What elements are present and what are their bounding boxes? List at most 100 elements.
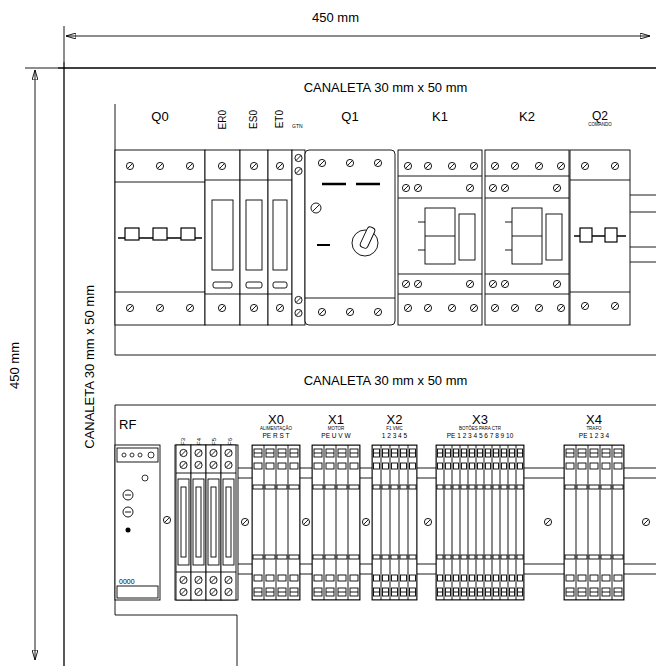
block-note: MOTOR	[328, 427, 345, 432]
terminal-strips	[436, 445, 524, 600]
relay-modules	[246, 282, 262, 288]
breaker-q0	[126, 162, 133, 169]
motor-protector-q1	[305, 150, 395, 325]
block-tag: X0	[268, 413, 284, 426]
motor-protector-q1	[313, 205, 319, 211]
motor-protector-q1	[318, 159, 325, 166]
panel-outline	[58, 67, 656, 68]
motor-protector-q1	[359, 226, 376, 249]
relay-modules	[218, 304, 225, 311]
terminal-block: X2F1 VMC1 2 3 4 5	[372, 413, 417, 439]
terminal-strips	[238, 445, 656, 600]
breaker-q0	[153, 228, 167, 240]
terminal-block: X1MOTORPE U V W	[312, 413, 360, 439]
terminal-numbers: 1 2 3 4 5	[382, 433, 407, 440]
relay-modules	[295, 154, 302, 161]
terminal-block: X0ALIMENTAÇÃOPE R S T	[252, 413, 300, 439]
motor-protector-q1	[311, 203, 321, 213]
relay-modules	[218, 162, 225, 169]
terminal-strips	[372, 445, 417, 600]
terminal-strips	[241, 518, 248, 525]
fuse-holders	[175, 445, 238, 600]
motor-protector-q1	[317, 244, 330, 246]
relay-modules	[205, 150, 240, 325]
breaker-q0	[126, 304, 133, 311]
breaker-q2	[570, 150, 656, 325]
fuse-tag: F3	[180, 438, 186, 445]
relay-modules	[212, 200, 233, 270]
terminal-strips	[424, 518, 431, 525]
panel-outline	[63, 62, 64, 666]
dimension-lines	[64, 26, 65, 62]
device-tag: ER0	[218, 110, 228, 129]
relay-modules	[240, 180, 268, 181]
relay-modules	[205, 150, 305, 325]
fuse-holders	[191, 445, 206, 600]
terminal-strips	[362, 518, 369, 525]
terminal-numbers: PE 1 2 3 4	[579, 433, 609, 440]
device-tag: Q1	[341, 110, 358, 123]
breaker: Q2COMANDO	[570, 106, 630, 325]
fuse-tag: F4	[196, 438, 202, 445]
cable-duct: CANALETA 30 mm x 50 mm	[64, 68, 115, 666]
phase-relay-rf	[123, 507, 133, 517]
phase-relay-rf	[163, 516, 170, 523]
relay-modules	[213, 282, 232, 288]
fuse-holders	[221, 445, 236, 600]
breaker-q2	[581, 162, 588, 169]
relay-modules	[250, 162, 257, 169]
block-note: ALIMENTAÇÃO	[260, 427, 292, 432]
panel-outline	[58, 62, 656, 666]
device-marking: 0000	[119, 578, 135, 585]
terminal-strips	[312, 445, 360, 600]
breaker-q2	[611, 302, 618, 309]
panel-outline	[115, 405, 656, 666]
breaker-q2	[570, 150, 630, 325]
relay-modules	[205, 294, 240, 295]
block-tag: X4	[586, 413, 602, 426]
dimension-lines	[25, 26, 650, 660]
breaker-q0	[115, 292, 205, 293]
breaker-q0	[115, 150, 205, 325]
breaker-q2	[570, 292, 630, 293]
fuse-holder: F3F4F5F6	[175, 420, 238, 445]
panel-outline	[115, 104, 656, 355]
phase-relay-rf	[125, 512, 131, 513]
dimension-lines	[35, 70, 36, 660]
dimension-lines	[25, 68, 58, 69]
device-tag: RF	[119, 418, 136, 431]
terminal-block: X3BOTÕES PARA CTRPE 1 2 3 4 5 6 7 8 9 10	[436, 413, 524, 439]
device-tag: K1	[432, 110, 448, 123]
breaker-q0	[115, 150, 205, 325]
phase-relay-rf	[117, 448, 158, 462]
breaker-q0	[186, 162, 193, 169]
motor-protector-q1	[346, 159, 353, 166]
block-tag: X2	[387, 413, 403, 426]
duct-label: CANALETA 30 mm x 50 mm	[304, 374, 468, 387]
contactors	[485, 150, 569, 325]
relay-modules	[240, 150, 268, 325]
dimension-label: 450 mm	[8, 342, 21, 389]
fuse-tag: F5	[211, 438, 217, 445]
device-tag: K2	[519, 110, 535, 123]
device-tag: Q2	[592, 110, 608, 122]
relay-modules	[273, 200, 287, 270]
block-note: BOTÕES PARA CTR	[459, 427, 501, 432]
motor-protector-q1	[356, 183, 380, 186]
breaker-q0	[181, 228, 195, 240]
terminal-numbers: PE R S T	[263, 433, 290, 440]
relay-modules	[273, 282, 287, 288]
contactors	[398, 150, 569, 325]
terminal-strips	[252, 445, 300, 600]
relay-modules	[268, 294, 292, 295]
motor-protector-q1	[322, 183, 346, 186]
phase-relay-rf	[138, 453, 142, 457]
terminal-strips	[544, 518, 551, 525]
relay-modules	[246, 200, 262, 270]
relay-modules	[295, 296, 302, 303]
fuse-holders	[206, 445, 221, 600]
relay-modules	[240, 294, 268, 295]
motor-protector-q1	[374, 159, 381, 166]
breaker-q2	[581, 302, 588, 309]
